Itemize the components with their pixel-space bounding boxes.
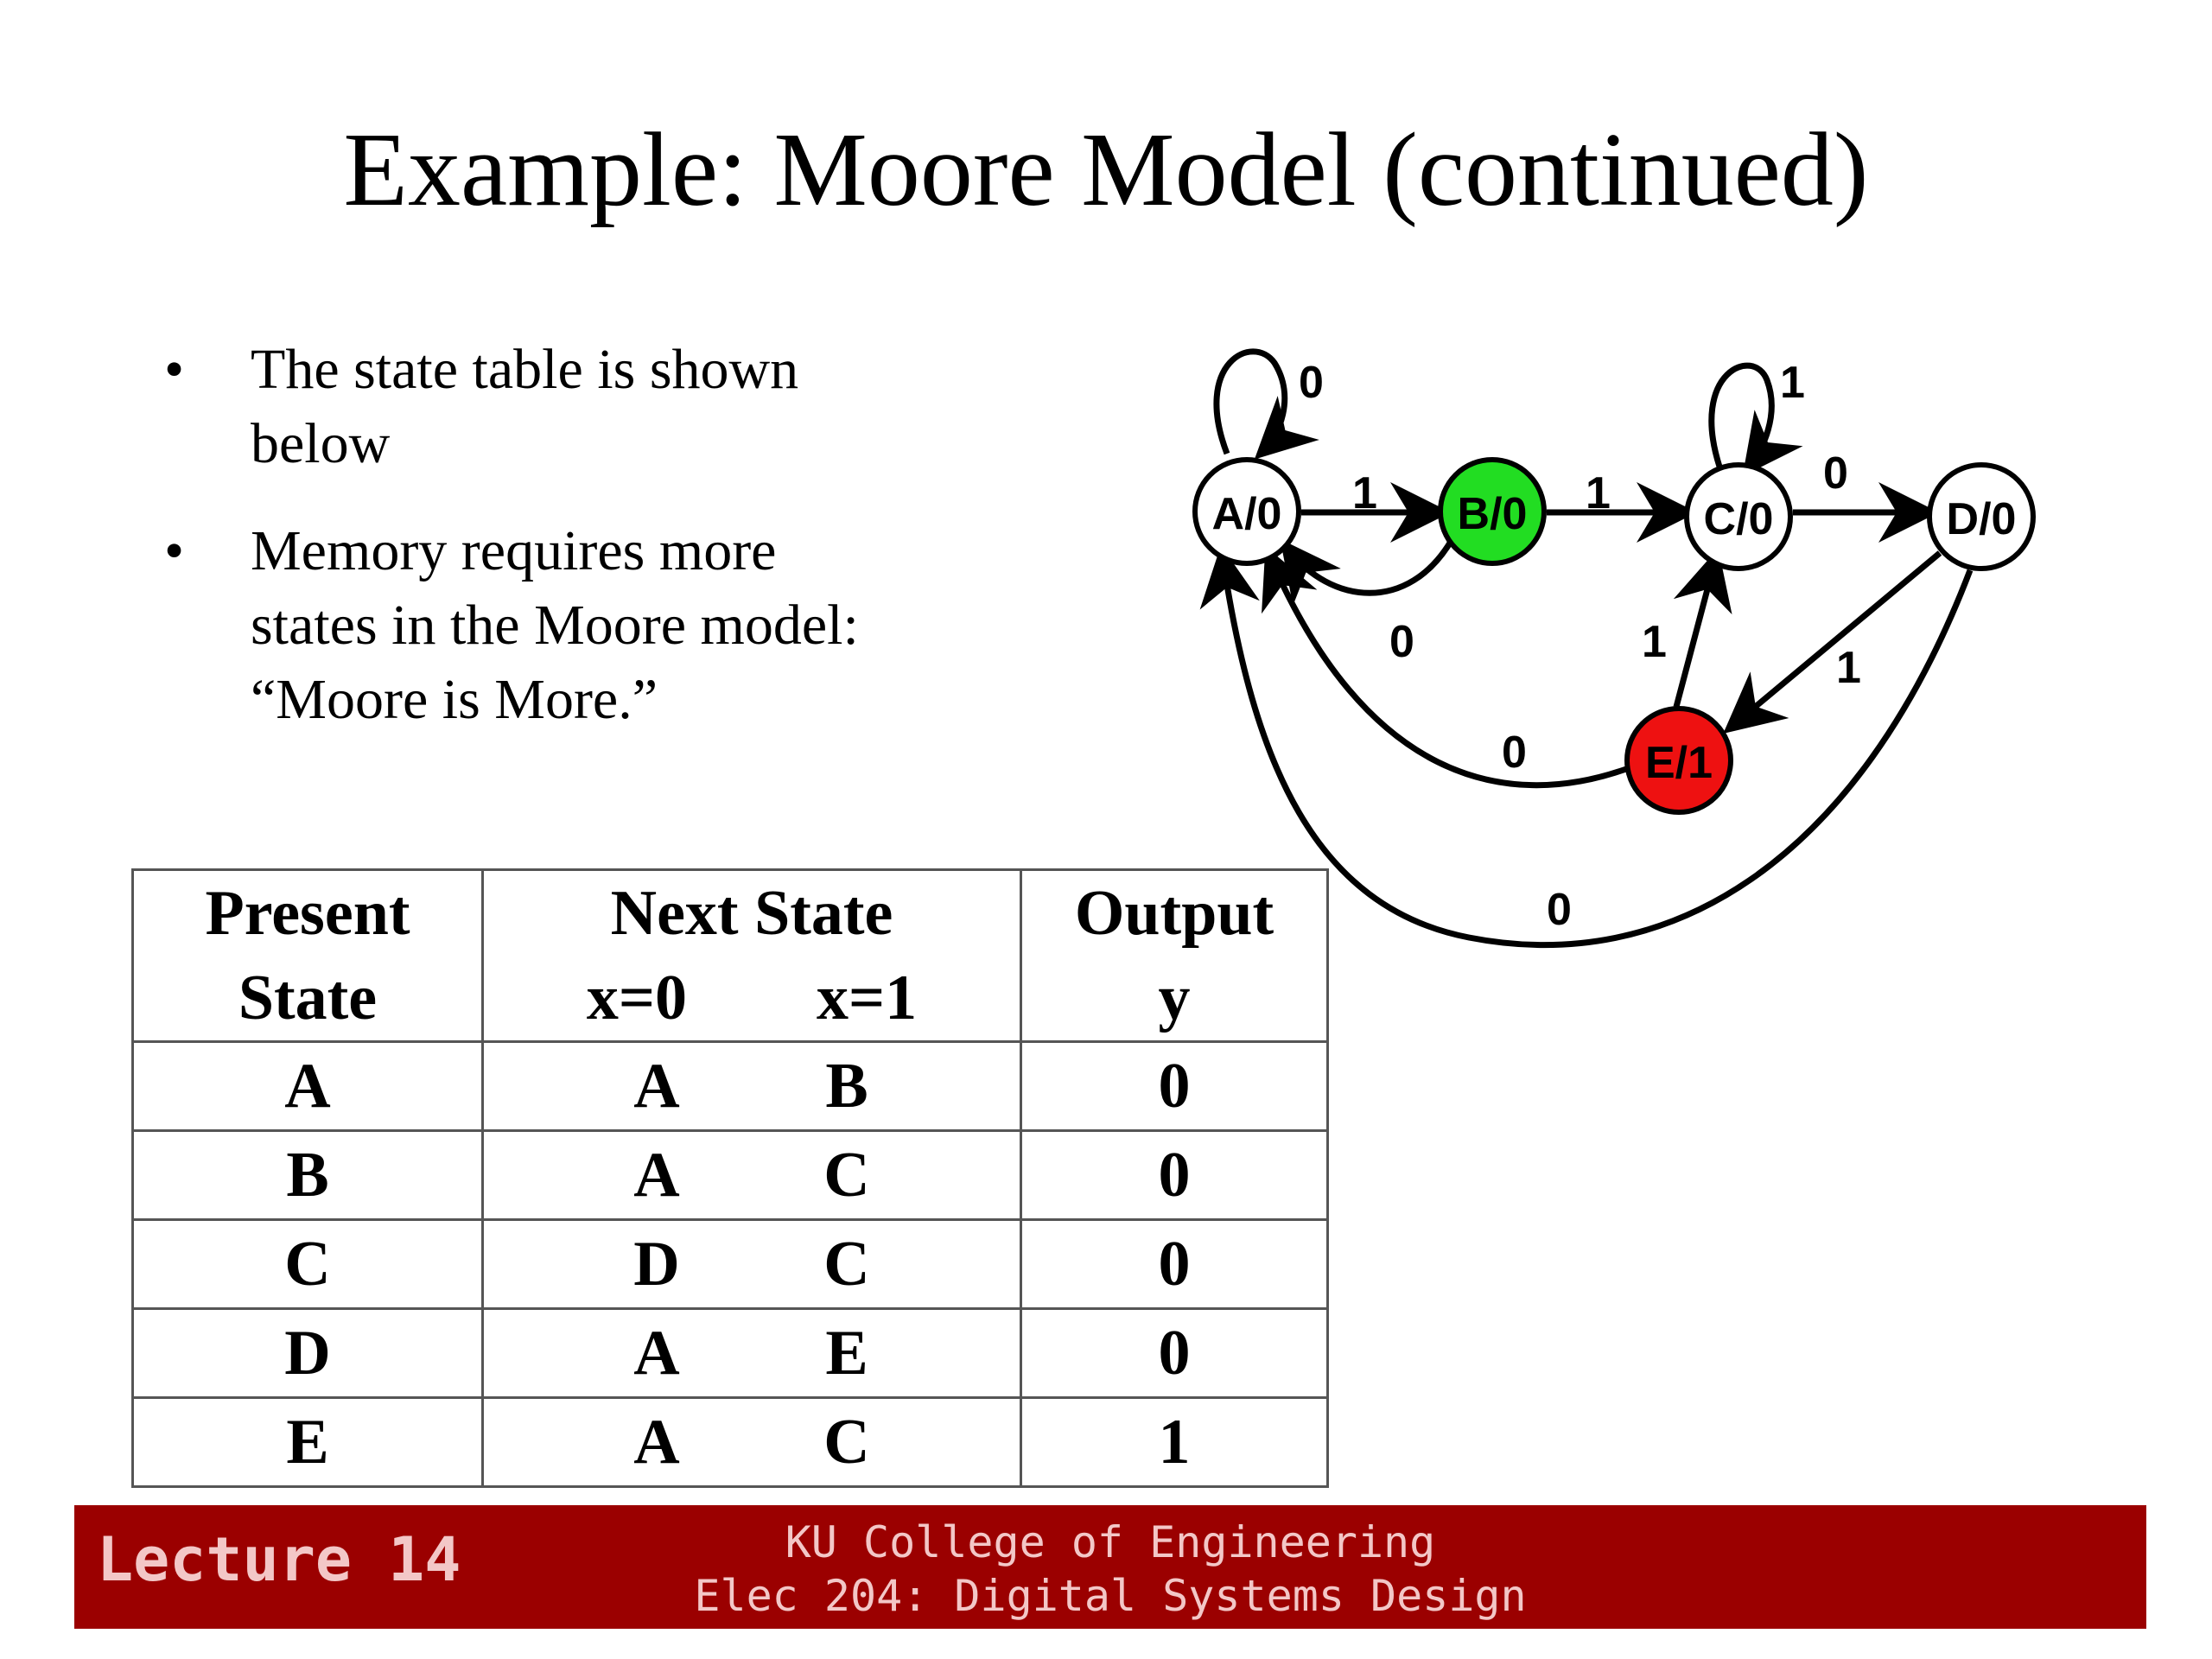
transition-label-B-C: 1 [1586, 468, 1611, 518]
bullet-line: “Moore is More.” [251, 668, 658, 731]
bullet-line: states in the Moore model: [251, 594, 859, 657]
transition-label-E-A: 0 [1502, 728, 1527, 778]
state-table: Present State Next State x=0 x=1 Output … [131, 868, 1329, 1488]
bullet-item: • Memory requires more states in the Moo… [156, 514, 1020, 737]
output-cell: 0 [1020, 1307, 1329, 1399]
transition-D-E [1723, 550, 1942, 734]
footer-course: Elec 204: Digital Systems Design [694, 1571, 1527, 1621]
footer-course-info: KU College of Engineering Elec 204: Digi… [74, 1516, 2146, 1623]
next-x1-value: C [823, 1140, 870, 1211]
state-node-D: D/0 [1927, 462, 2036, 571]
state-table-container: Present State Next State x=0 x=1 Output … [131, 868, 1329, 1488]
transition-label-E-C: 1 [1642, 617, 1667, 667]
transition-label-C-C: 1 [1780, 358, 1805, 408]
transition-label-A-A: 0 [1299, 358, 1324, 408]
input-header-pair: x=0 x=1 [484, 956, 1020, 1040]
output-cell: 0 [1020, 1040, 1329, 1132]
transition-label-D-A: 0 [1547, 885, 1572, 935]
state-node-B: B/0 [1438, 457, 1547, 566]
transition-B-A [1280, 538, 1455, 606]
table-header-row: Present State Next State x=0 x=1 Output … [131, 868, 1329, 1043]
next-x0-value: A [633, 1407, 680, 1478]
transition-E-C [1673, 548, 1732, 708]
transition-label-A-B: 1 [1352, 468, 1377, 518]
next-x0-value: A [633, 1051, 680, 1122]
x0-header: x=0 [586, 963, 687, 1033]
output-header: Output y [1020, 868, 1329, 1043]
next-x1-value: B [825, 1051, 868, 1122]
header-line: Present [205, 878, 410, 949]
next-x1-value: C [823, 1407, 870, 1478]
present-state-cell: E [131, 1396, 484, 1488]
bullet-marker: • [164, 338, 185, 401]
lecture-label: Lecture 14 [97, 1524, 461, 1595]
state-label: C/0 [1704, 494, 1774, 544]
state-circle [1624, 706, 1733, 815]
slide-title: Example: Moore Model (continued) [343, 111, 1869, 228]
x1-header: x=1 [817, 963, 918, 1033]
present-state-cell: A [131, 1040, 484, 1132]
next-x0-value: D [633, 1229, 680, 1300]
next-x0-value: A [633, 1318, 680, 1389]
header-line: Output [1074, 878, 1274, 949]
present-state-cell: D [131, 1307, 484, 1399]
transition-label-B-A: 0 [1389, 617, 1414, 667]
state-circle [1927, 462, 2036, 571]
state-node-C: C/0 [1684, 462, 1793, 571]
state-node-E: E/1 [1624, 706, 1733, 815]
bullet-list: • The state table is shown below • Memor… [156, 333, 1020, 770]
bullet-item: • The state table is shown below [156, 333, 1020, 481]
present-state-cell: C [131, 1218, 484, 1310]
bullet-marker: • [164, 519, 185, 582]
header-line: y [1158, 963, 1191, 1033]
state-node-A: A/0 [1192, 457, 1301, 566]
state-label: D/0 [1947, 494, 2017, 544]
next-x1-value: C [823, 1229, 870, 1300]
footer-bar: Lecture 14 KU College of Engineering Ele… [74, 1505, 2146, 1629]
output-cell: 0 [1020, 1129, 1329, 1221]
state-label: B/0 [1458, 489, 1528, 539]
bullet-line: The state table is shown [251, 338, 799, 401]
present-state-cell: B [131, 1129, 484, 1221]
transition-label-D-E: 1 [1836, 643, 1861, 693]
state-label: E/1 [1645, 738, 1713, 788]
output-cell: 1 [1020, 1396, 1329, 1488]
next-state-header: Next State x=0 x=1 [481, 868, 1022, 1043]
present-state-header: Present State [131, 868, 484, 1043]
transition-A-A [1213, 348, 1319, 460]
output-cell: 0 [1020, 1218, 1329, 1310]
transition-D-A [1199, 545, 1974, 949]
next-x0-value: A [633, 1140, 680, 1211]
state-label: A/0 [1212, 489, 1282, 539]
transition-C-C [1708, 362, 1803, 477]
bullet-line: below [251, 412, 391, 475]
next-x1-value: E [825, 1318, 868, 1389]
state-circle [1684, 462, 1793, 571]
bullet-line: Memory requires more [251, 519, 777, 582]
header-line: Next State [610, 878, 893, 949]
state-circle [1192, 457, 1301, 566]
state-circle [1438, 457, 1547, 566]
transition-label-C-D: 0 [1823, 448, 1848, 499]
header-line: State [238, 963, 378, 1033]
transition-E-A [1262, 546, 1628, 789]
footer-college: KU College of Engineering [785, 1517, 1436, 1567]
